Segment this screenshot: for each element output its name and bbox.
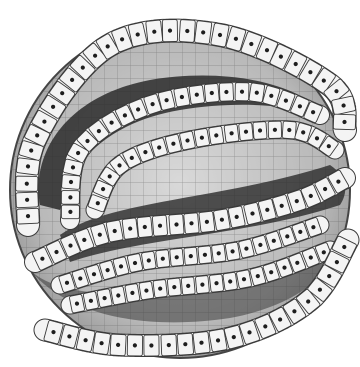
epithelial-cell: [125, 283, 140, 302]
epithelial-cell: [204, 83, 219, 102]
epithelial-cell: [137, 216, 153, 237]
epithelial-cell: [167, 278, 181, 296]
epithelial-cell: [93, 332, 111, 355]
epithelial-cell: [213, 209, 230, 231]
epithelial-cell: [111, 286, 127, 305]
epithelial-cell: [141, 251, 156, 270]
epithelial-cell: [161, 334, 177, 356]
epithelial-cell: [209, 274, 223, 292]
epithelial-cell: [219, 83, 233, 102]
epithelial-cell: [61, 205, 79, 219]
epithelial-cell: [268, 121, 281, 138]
epithelial-cell: [199, 211, 215, 232]
epithelial-cell: [235, 83, 249, 101]
epithelial-cell: [17, 208, 40, 224]
epithelial-cell: [209, 126, 224, 145]
epithelial-cell: [179, 131, 195, 150]
epithelial-cell: [69, 294, 85, 313]
epithelial-cell: [198, 246, 212, 264]
epithelial-cell: [122, 218, 138, 240]
epithelial-cell: [282, 121, 296, 139]
epithelial-cell: [193, 331, 210, 354]
cell-nucleus: [68, 195, 72, 199]
epithelial-cell: [162, 19, 177, 41]
epithelial-cell: [195, 276, 209, 294]
epithelial-cell: [253, 122, 267, 140]
epithelial-cell: [169, 214, 184, 235]
epithelial-cell: [225, 242, 240, 261]
epithelial-cell: [144, 335, 159, 356]
epithelial-cell: [170, 248, 184, 266]
epithelial-cell: [61, 174, 80, 189]
epithelial-cell: [156, 250, 170, 268]
epithelial-cell: [177, 333, 194, 355]
epithelial-cell: [146, 20, 163, 43]
epithelial-cell: [110, 334, 126, 356]
epithelial-cell: [223, 272, 238, 291]
epithelial-cell: [127, 335, 142, 356]
epithelial-cell: [224, 124, 239, 142]
epithelial-cell: [181, 277, 195, 295]
epithelial-cell: [194, 21, 212, 45]
epithelial-cell: [153, 279, 167, 297]
epithelial-cell: [61, 191, 79, 205]
epithelial-cell: [83, 291, 99, 310]
epithelial-cell: [211, 244, 226, 262]
epithelial-cell: [236, 270, 252, 289]
epithelial-cell: [333, 114, 355, 130]
epithelial-cell: [249, 83, 265, 103]
epithelial-cell: [16, 176, 38, 191]
epithelial-cell: [16, 192, 39, 208]
cell-nucleus: [68, 210, 72, 214]
epithelial-cell: [139, 281, 154, 300]
epithelial-cell: [97, 289, 113, 308]
epithelial-cell: [179, 20, 195, 43]
epithelial-cell: [174, 87, 191, 107]
epithelial-cell: [239, 123, 254, 141]
epithelial-cell: [194, 128, 210, 147]
epithelial-cell: [152, 215, 167, 236]
epithelial-cell: [184, 213, 200, 234]
epithelial-cell: [184, 247, 198, 265]
epithelial-cell: [189, 85, 205, 105]
